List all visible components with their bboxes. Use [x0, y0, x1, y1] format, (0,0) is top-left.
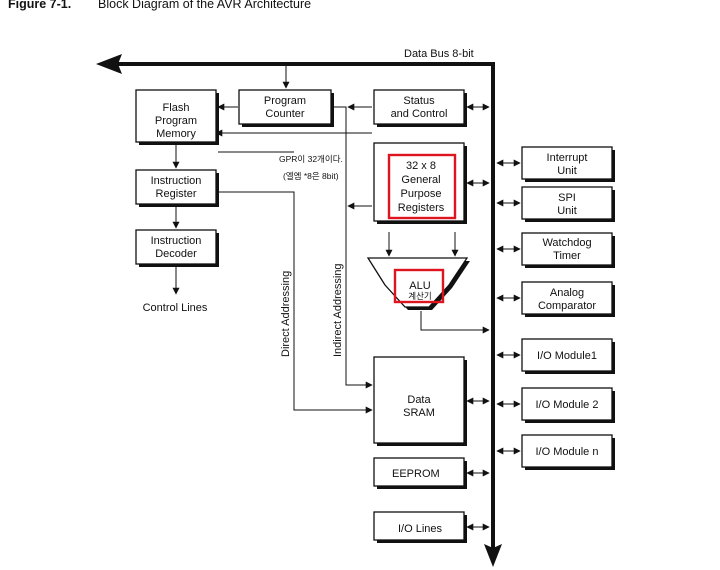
eeprom-label: EEPROM	[392, 468, 440, 480]
gpr-label-2: General	[401, 174, 440, 186]
flash-label-1: Flash	[163, 102, 190, 114]
program-counter-label-1: Program	[264, 95, 306, 107]
instruction-decoder-label-2: Decoder	[155, 248, 197, 260]
interrupt-unit-block: Interrupt Unit	[521, 146, 615, 182]
instruction-decoder-label-1: Instruction	[151, 235, 202, 247]
data-bus-label: Data Bus 8-bit	[404, 48, 474, 60]
io-module-n-label: I/O Module n	[536, 446, 599, 458]
analog-comparator-label-1: Analog	[550, 287, 584, 299]
left-column-connectors	[172, 64, 373, 414]
gpr-label-1: 32 x 8	[406, 160, 436, 172]
alu-label: ALU	[409, 280, 430, 292]
alu-block: ALU 계산기	[366, 257, 470, 310]
center-bus-connectors	[466, 103, 490, 531]
figure-title: Block Diagram of the AVR Architecture	[98, 0, 312, 11]
control-lines-label: Control Lines	[143, 302, 208, 314]
data-sram-block: Data SRAM	[373, 356, 467, 446]
status-control-label-2: and Control	[391, 108, 448, 120]
flash-label-3: Memory	[156, 128, 196, 140]
gpr-block: 32 x 8 General Purpose Registers	[373, 142, 467, 224]
io-module-1-block: I/O Module1	[521, 338, 615, 374]
indirect-addressing-label: Indirect Addressing	[332, 263, 344, 357]
io-module-1-label: I/O Module1	[537, 350, 597, 362]
right-bus-connectors	[496, 159, 521, 455]
spi-unit-label-2: Unit	[557, 205, 577, 217]
watchdog-timer-label-1: Watchdog	[542, 237, 591, 249]
instruction-register-label-2: Register	[156, 188, 197, 200]
flash-label-2: Program	[155, 115, 197, 127]
status-control-block: Status and Control	[373, 89, 467, 127]
figure-caption: Figure 7-1. Block Diagram of the AVR Arch…	[8, 0, 311, 11]
alu-note: 계산기	[408, 291, 431, 301]
io-module-2-label: I/O Module 2	[536, 399, 599, 411]
instruction-register-label-1: Instruction	[151, 175, 202, 187]
io-module-n-block: I/O Module n	[521, 434, 615, 470]
instruction-register-block: Instruction Register	[135, 169, 219, 207]
gpr-note-line-2: (엘엠 *8은 8bit)	[283, 171, 339, 181]
analog-comparator-block: Analog Comparator	[521, 281, 615, 317]
io-lines-label: I/O Lines	[398, 523, 443, 535]
io-module-2-block: I/O Module 2	[521, 387, 615, 423]
gpr-note-line-1: GPR이 32개이다.	[279, 154, 343, 164]
direct-addressing-label: Direct Addressing	[280, 271, 292, 357]
spi-unit-label-1: SPI	[558, 192, 576, 204]
gpr-label-3: Purpose	[401, 188, 442, 200]
flash-program-memory-block: Flash Program Memory	[135, 89, 219, 145]
program-counter-label-2: Counter	[265, 108, 304, 120]
interrupt-unit-label-1: Interrupt	[547, 152, 588, 164]
program-counter-block: Program Counter	[238, 89, 334, 127]
alu-highlight-frame	[393, 268, 445, 304]
data-sram-label-2: SRAM	[403, 407, 435, 419]
status-control-label-1: Status	[403, 95, 435, 107]
spi-unit-block: SPI Unit	[521, 186, 615, 222]
eeprom-block: EEPROM	[373, 457, 467, 489]
io-lines-block: I/O Lines	[373, 511, 467, 543]
data-sram-label-1: Data	[407, 394, 431, 406]
watchdog-timer-label-2: Timer	[553, 250, 581, 262]
bus-arrow-left-icon	[96, 54, 122, 74]
data-bus: Data Bus 8-bit	[96, 48, 502, 567]
gpr-highlight-frame	[387, 153, 457, 220]
instruction-decoder-block: Instruction Decoder	[135, 229, 219, 267]
analog-comparator-label-2: Comparator	[538, 300, 596, 312]
figure-number: Figure 7-1.	[8, 0, 72, 11]
watchdog-timer-block: Watchdog Timer	[521, 232, 615, 268]
interrupt-unit-label-2: Unit	[557, 165, 577, 177]
gpr-label-4: Registers	[398, 202, 445, 214]
bus-arrow-down-icon	[484, 544, 502, 567]
